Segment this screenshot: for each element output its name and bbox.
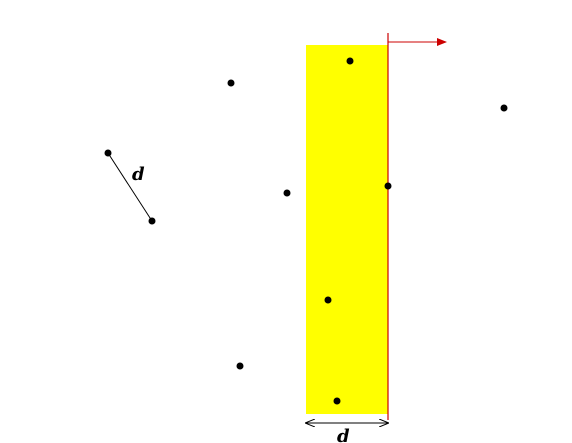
point [333, 397, 341, 405]
point [236, 362, 244, 370]
point [227, 79, 235, 87]
point [384, 182, 392, 190]
width-label: d [337, 426, 350, 443]
point [283, 189, 291, 197]
point [148, 217, 156, 225]
strip-region [306, 45, 388, 414]
segment-label: d [132, 164, 145, 185]
distance-segment [107, 152, 153, 222]
point [104, 149, 112, 157]
point [324, 296, 332, 304]
point [500, 104, 508, 112]
point [346, 57, 354, 65]
